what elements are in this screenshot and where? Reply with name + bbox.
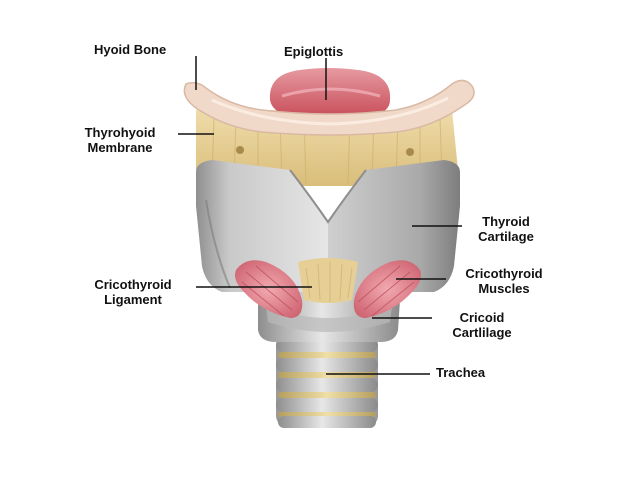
cricothyroid-ligament xyxy=(298,258,358,303)
label-trachea: Trachea xyxy=(436,365,486,380)
leader-lines xyxy=(178,56,462,375)
hyoid-bone xyxy=(183,79,475,136)
label-hyoid-bone: Hyoid Bone xyxy=(94,42,167,57)
label-thyroid-cartilage: Thyroid Cartilage xyxy=(478,214,534,244)
label-cricothyroid-ligament: Cricothyroid Ligament xyxy=(94,277,172,307)
trachea xyxy=(276,336,378,428)
label-cricoid-cartilage: Cricoid Cartlilage xyxy=(452,310,512,340)
label-thyrohyoid-membrane: Thyrohyoid Membrane xyxy=(84,125,156,155)
epiglottis xyxy=(269,68,391,116)
thyroid-cartilage xyxy=(196,160,460,292)
label-epiglottis: Epiglottis xyxy=(284,44,344,59)
label-cricothyroid-muscles: Cricothyroid Muscles xyxy=(465,266,543,296)
